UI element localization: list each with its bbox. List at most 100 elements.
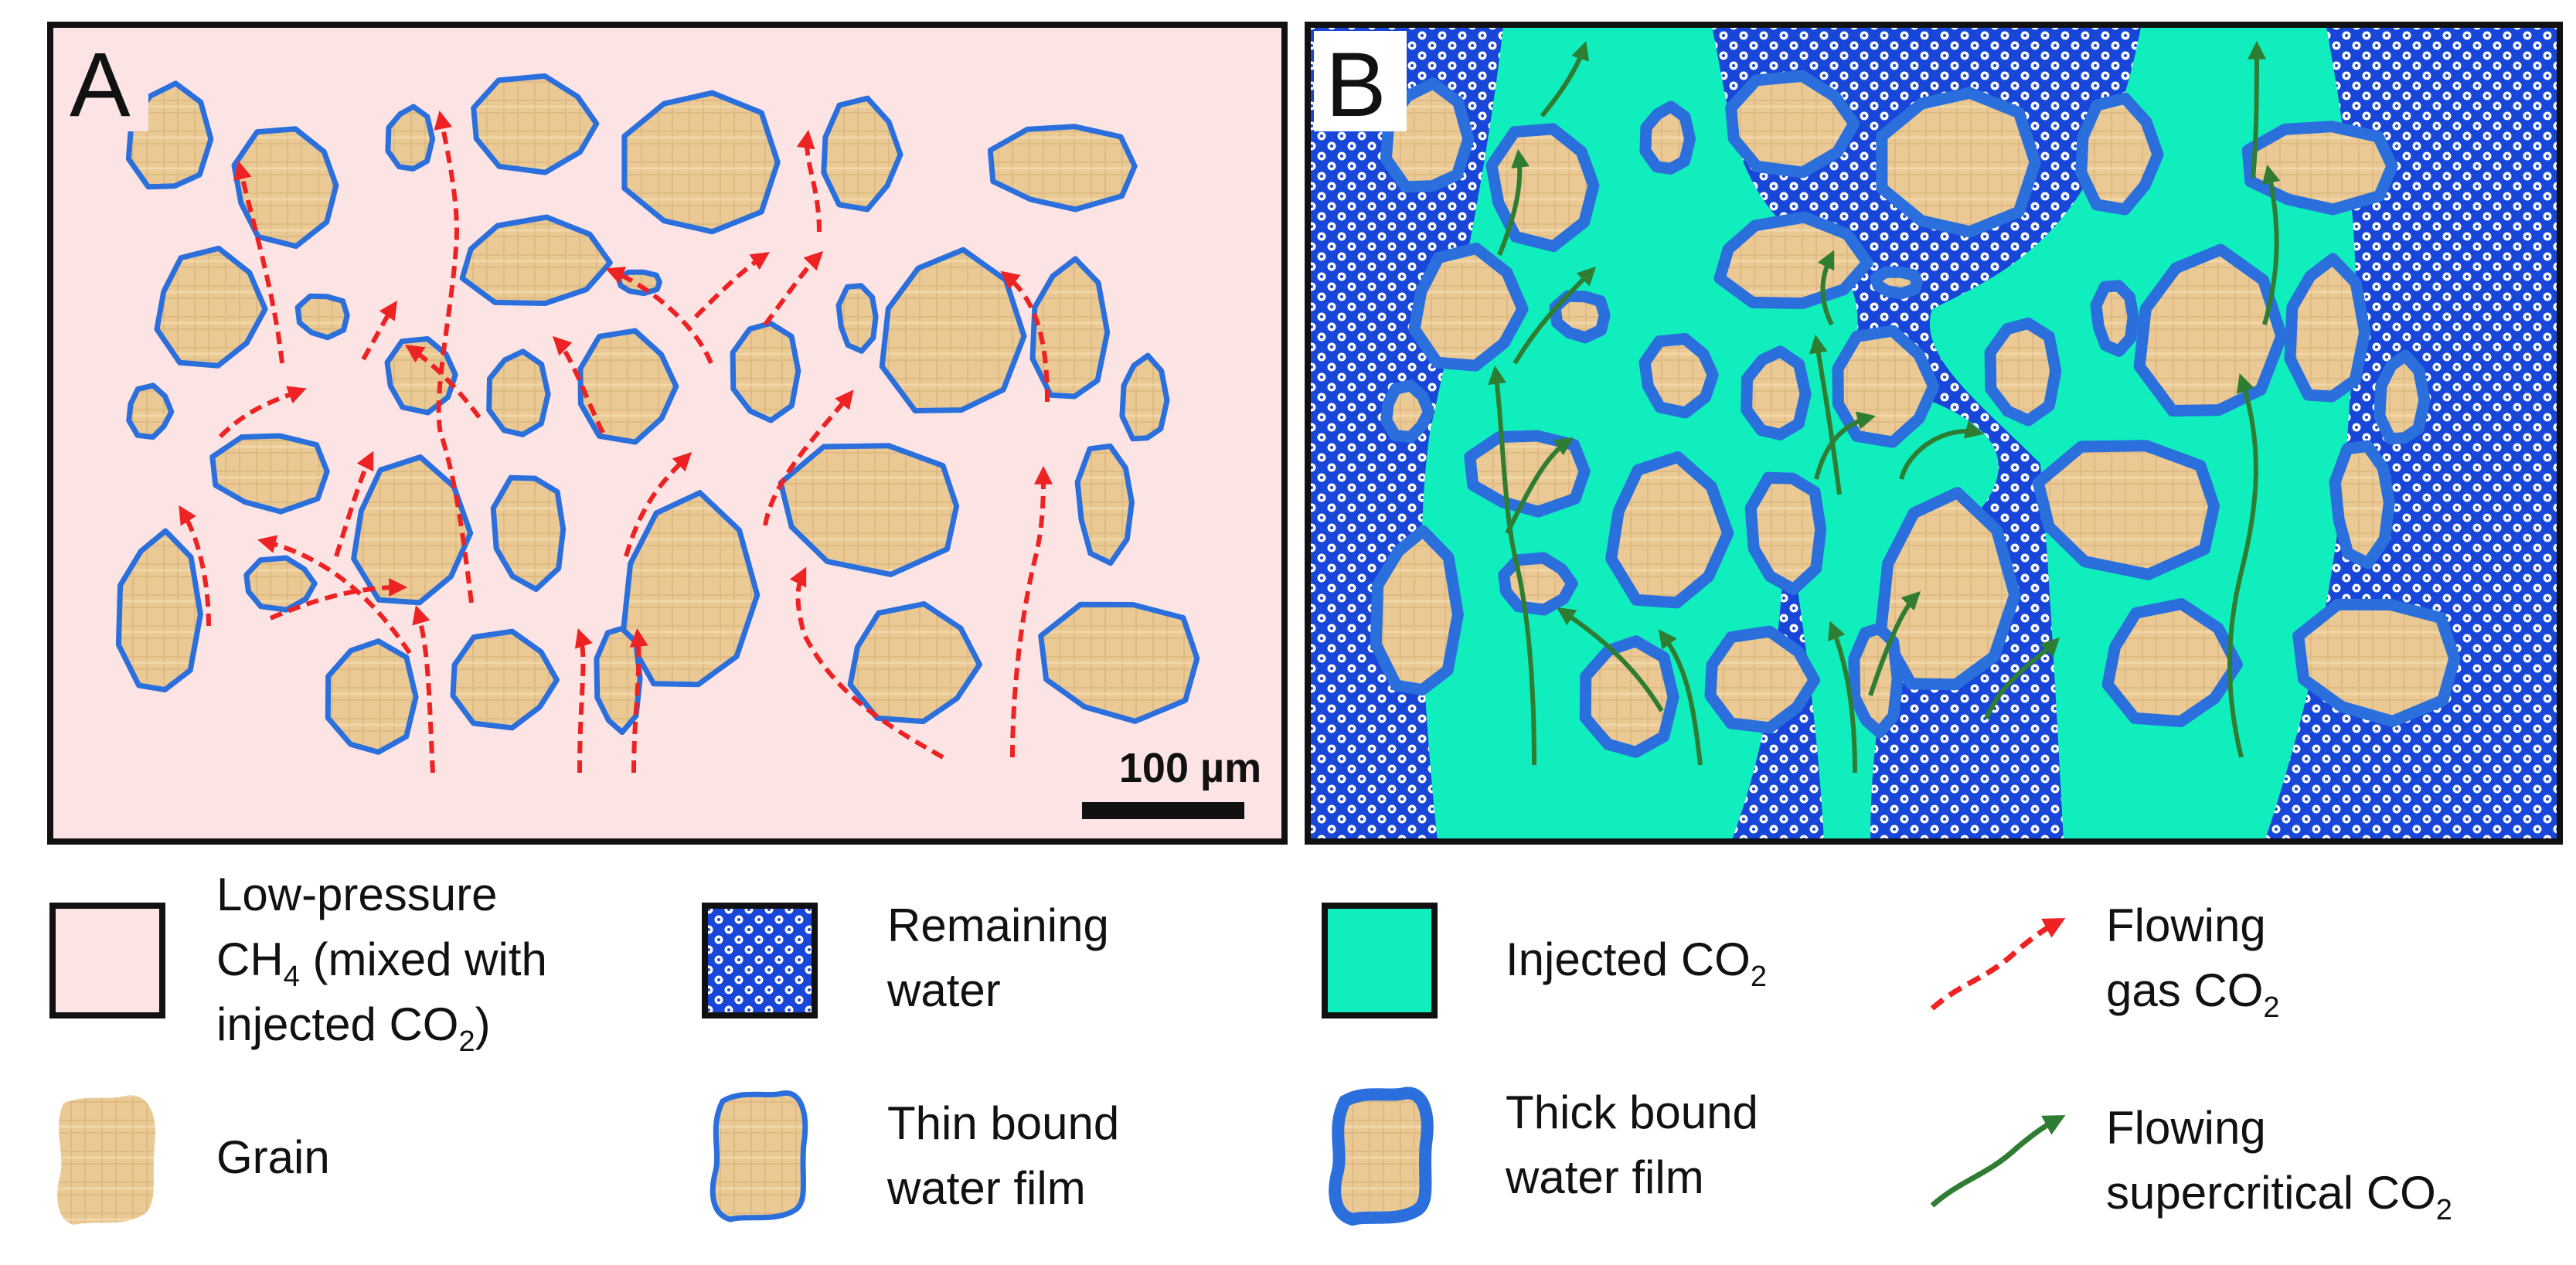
grain-thick-film bbox=[1579, 635, 1679, 758]
grain-thin-film bbox=[1119, 352, 1170, 442]
panel-a-grains bbox=[115, 73, 1200, 755]
grain-thick-film bbox=[1744, 471, 1827, 596]
grain-thin-film bbox=[577, 328, 679, 445]
grain-thin-film bbox=[351, 454, 474, 606]
scale-bar bbox=[1082, 802, 1244, 819]
grain-thick-film bbox=[2329, 440, 2395, 570]
grain-thick-film bbox=[2241, 121, 2398, 216]
grain-thin-film bbox=[154, 245, 268, 369]
grain-thin-film bbox=[821, 95, 903, 213]
panel-a-label-bg bbox=[56, 31, 148, 131]
supercritical-flow-arrow bbox=[1817, 250, 1835, 326]
legend-thin-film-line1: Thin bound bbox=[887, 1097, 1119, 1149]
grain-thin-film bbox=[486, 349, 551, 437]
legend: Low-pressure CH4 (mixed with injected CO… bbox=[49, 869, 2452, 1226]
gas-flow-arrow bbox=[269, 578, 408, 621]
gas-flow-arrow bbox=[1010, 465, 1053, 758]
grain-thick-film bbox=[1370, 525, 1464, 696]
grain-thick-film bbox=[1870, 266, 1923, 300]
gas-flow-arrow bbox=[693, 252, 770, 319]
grain-thin-film bbox=[471, 73, 600, 175]
grain-thick-film bbox=[1713, 211, 1873, 309]
grain-thin-film bbox=[847, 601, 982, 725]
gas-flow-arrow bbox=[412, 605, 435, 774]
supercritical-flow-arrow bbox=[1809, 334, 1842, 495]
grain-thick-film bbox=[1875, 487, 2021, 691]
gas-flow-arrow bbox=[405, 345, 482, 419]
gas-flow-arrow bbox=[789, 566, 944, 760]
gas-flow-arrow bbox=[605, 267, 713, 365]
grain-thick-film bbox=[1549, 290, 1611, 344]
supercritical-flow-arrow bbox=[1513, 266, 1597, 365]
grain-thin-film bbox=[385, 104, 436, 172]
grain-thin-film bbox=[1074, 443, 1135, 566]
supercritical-flow-arrow bbox=[1658, 629, 1703, 766]
supercritical-flow-arrow bbox=[1899, 420, 1984, 480]
panel-b-supercritical-arrows bbox=[1488, 40, 2281, 774]
panel-b-frame bbox=[1305, 22, 2563, 845]
grain-thick-film bbox=[1380, 379, 1435, 444]
panel-b-label-bg bbox=[1314, 31, 1407, 131]
grain-thick-film bbox=[2090, 280, 2139, 357]
supercritical-flow-arrow bbox=[2227, 373, 2258, 758]
grain-thin-film bbox=[879, 247, 1027, 413]
legend-supercritical-line1: Flowing bbox=[2106, 1102, 2266, 1154]
legend-swatch-injected-co2 bbox=[1322, 903, 1438, 1018]
scale-bar-label: 100 µm bbox=[1119, 745, 1261, 791]
grain-thick-film bbox=[1638, 333, 1719, 419]
legend-gas-co2-line1: Flowing bbox=[2106, 899, 2266, 951]
grain-thin-film bbox=[987, 124, 1138, 213]
legend-swatch-grain bbox=[57, 1095, 155, 1225]
gas-flow-arrow bbox=[334, 451, 374, 557]
gas-flow-arrow bbox=[763, 250, 824, 326]
grain-thick-film bbox=[1984, 317, 2062, 427]
grain-thin-film bbox=[778, 443, 960, 577]
legend-swatch-remaining-water bbox=[702, 903, 818, 1018]
legend-supercritical-line2: supercritical CO2 bbox=[2106, 1167, 2452, 1226]
grain-thick-film bbox=[2284, 253, 2371, 403]
grain-thin-film bbox=[450, 628, 560, 731]
grain-thick-film bbox=[1704, 625, 1820, 734]
grain-thick-film bbox=[1380, 77, 1475, 193]
supercritical-flow-arrow bbox=[1557, 607, 1664, 712]
grain-thick-film bbox=[1498, 552, 1578, 616]
legend-thick-film-line2: water film bbox=[1505, 1151, 1704, 1203]
grain-thin-film bbox=[835, 283, 879, 354]
co2-plume-right bbox=[1929, 27, 2357, 842]
supercritical-flow-arrow bbox=[1814, 411, 1876, 480]
gas-flow-arrow bbox=[574, 628, 593, 774]
supercritical-flow-arrow bbox=[1540, 41, 1590, 117]
grain-thin-film bbox=[126, 383, 175, 440]
legend-gas-co2-line2: gas CO2 bbox=[2106, 964, 2280, 1024]
grain-thick-film bbox=[2133, 243, 2288, 417]
legend-low-pressure-line2: CH4 (mixed with bbox=[216, 933, 547, 993]
grain-thin-film bbox=[459, 214, 613, 306]
supercritical-flow-arrow bbox=[2247, 40, 2266, 179]
legend-remaining-water-line2: water bbox=[886, 964, 1001, 1016]
gas-flow-arrow bbox=[552, 335, 605, 434]
supercritical-flow-arrow bbox=[2261, 164, 2281, 325]
grain-thin-film bbox=[1038, 601, 1200, 724]
panel-b-grains bbox=[1370, 70, 2461, 758]
grain-thick-film bbox=[1639, 100, 1696, 175]
gas-flow-arrow bbox=[629, 627, 648, 774]
grain-thick-film bbox=[2374, 349, 2431, 445]
grain-thick-film bbox=[1725, 70, 1860, 179]
grain-thick-film bbox=[2101, 598, 2243, 728]
grain-thick-film bbox=[2075, 92, 2164, 216]
grain-thin-film bbox=[621, 90, 781, 235]
legend-thick-film-line1: Thick bound bbox=[1506, 1086, 1758, 1138]
legend-low-pressure-line1: Low-pressure bbox=[216, 869, 498, 920]
gas-flow-arrow bbox=[179, 505, 211, 627]
gas-flow-arrow bbox=[624, 451, 692, 557]
supercritical-flow-arrow bbox=[1497, 148, 1530, 257]
grain-thin-film bbox=[243, 555, 318, 613]
grain-thick-film bbox=[1408, 242, 1529, 372]
gas-flow-arrow bbox=[434, 110, 474, 604]
gas-flow-arrow bbox=[763, 389, 854, 526]
legend-swatch-thick-film bbox=[1329, 1086, 1434, 1226]
legend-supercritical-arrow bbox=[1930, 1115, 2066, 1208]
legend-swatch-low-pressure bbox=[49, 903, 165, 1018]
legend-low-pressure-line3: injected CO2) bbox=[216, 998, 491, 1058]
grain-thin-film bbox=[231, 126, 339, 250]
